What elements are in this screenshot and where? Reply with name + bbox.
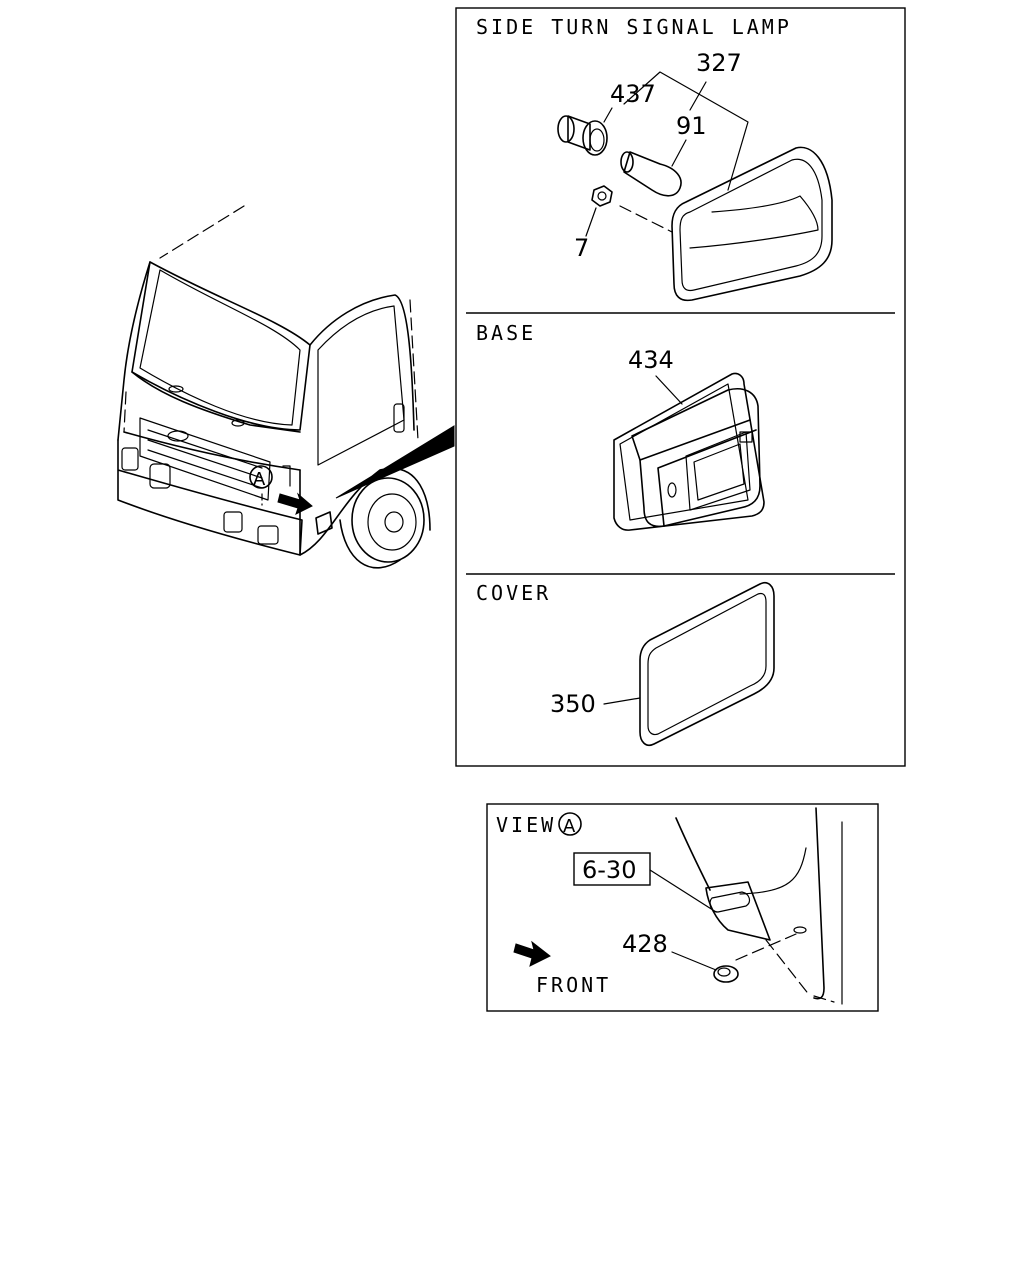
lamp-section-title: SIDE TURN SIGNAL LAMP [476,15,792,39]
callout-428: 428 [622,930,668,958]
parts-panel-frame [455,7,906,767]
callout-434: 434 [628,346,674,374]
cover-section-title: COVER [476,581,551,605]
callout-7: 7 [574,234,589,262]
callout-437: 437 [610,80,656,108]
lamp-housing [671,146,833,302]
cover-part [639,581,775,747]
front-direction-label: FRONT [536,973,611,997]
view-a-panel: VIEW A 6-30 428 FRONT [486,803,879,1012]
base-section: BASE 434 [476,321,765,531]
bulb-part [620,139,687,197]
truck-view-marker: A [253,469,266,490]
socket-part [557,107,613,156]
base-part [613,372,765,531]
ref-box-label: 6-30 [582,856,636,884]
view-a-title: VIEW [496,813,556,837]
nut-part [591,185,613,207]
callout-350: 350 [550,690,596,718]
ref-box [573,852,651,886]
truck-cab-illustration: A [117,205,455,569]
lamp-section: SIDE TURN SIGNAL LAMP 327 437 91 7 [476,15,833,302]
base-section-title: BASE [476,321,536,345]
view-a-frame [486,803,879,1012]
callout-327: 327 [696,49,742,77]
callout-91: 91 [676,112,707,140]
view-a-marker: A [563,816,576,837]
front-direction-arrow [513,940,551,967]
grommet-part [713,965,739,983]
parts-panel [455,7,906,767]
cover-section: COVER 350 [476,581,775,747]
